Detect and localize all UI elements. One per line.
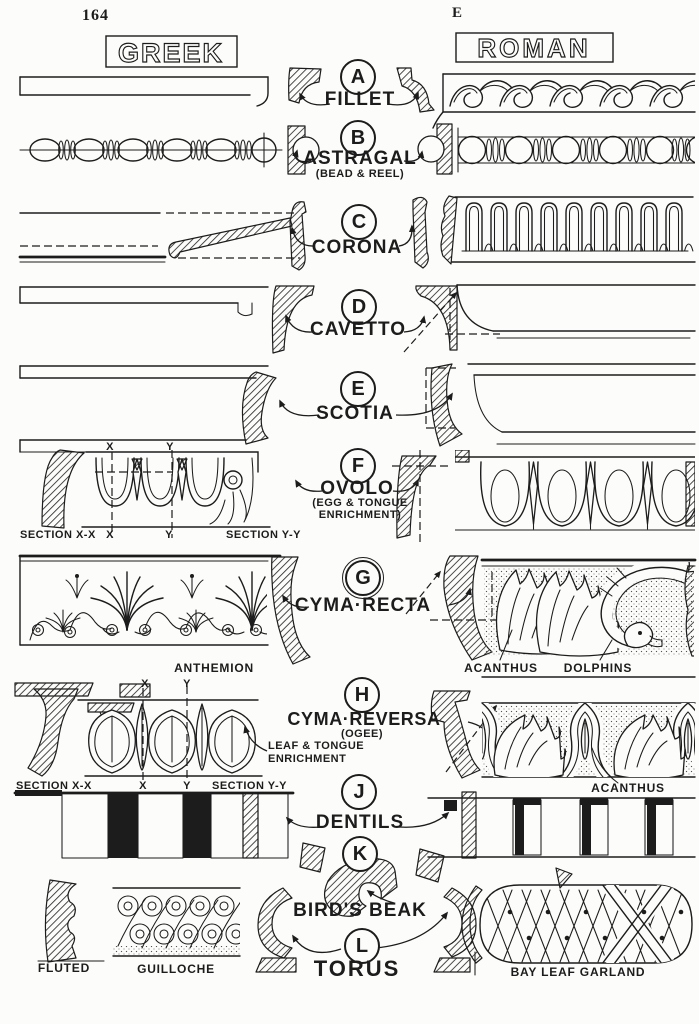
label-cyma-reversa: CYMA·REVERSA [287, 709, 441, 729]
label-ovolo-sub1: (EGG & TONGUE [312, 497, 408, 509]
roman-astragal-drawing [457, 127, 695, 173]
annotation-anthemion: ANTHEMION [174, 661, 254, 675]
annotation-section-yy-ovolo: SECTION Y-Y [226, 529, 301, 541]
annotation-section-xx-ovolo: SECTION X-X [20, 529, 96, 541]
greek-anthemion-band [18, 554, 282, 646]
annotation-acanthus-recta: ACANTHUS [464, 661, 538, 675]
annotation-section-xx-reversa: SECTION X-X [16, 780, 92, 792]
roman-acanthus-ogee-band [481, 702, 696, 784]
label-birds-beak: BIRD'S BEAK [293, 900, 427, 921]
greek-corona-drawing [18, 212, 300, 263]
roman-acanthus-dolphin-band [480, 558, 697, 678]
roman-ovolo-profile [392, 450, 448, 545]
roman-scotia-profile [425, 363, 463, 447]
dolphin-figure [596, 562, 694, 652]
label-ogee-sub: (OGEE) [340, 728, 384, 740]
molding-circle-b: B [340, 120, 376, 156]
molding-circle-d: D [341, 289, 377, 325]
label-corona: CORONA [311, 237, 403, 258]
fillet-profile-left [288, 67, 322, 104]
molding-circle-e: E [340, 371, 376, 407]
profile-fragment-left [299, 842, 326, 873]
corona-profile-left [289, 201, 307, 271]
label-ovolo: OVOLO [320, 478, 394, 499]
greek-fillet-drawing [19, 76, 269, 107]
roman-scotia-drawing [467, 363, 696, 445]
label-fillet: FILLET [324, 89, 396, 110]
dentil-block [644, 798, 674, 856]
annotation-x-bottom-reversa: X [139, 780, 147, 792]
roman-header-label: ROMAN [477, 33, 590, 63]
fluted-drawing [37, 879, 105, 963]
annotation-leaf-tongue-2: ENRICHMENT [268, 753, 347, 765]
roman-egg-dart-band [455, 450, 695, 531]
greek-cyma-reversa-drawing [14, 682, 263, 782]
greek-header-box: GREEK [105, 35, 238, 69]
greek-egg-tongue-section [81, 450, 271, 538]
label-torus: TORUS [313, 956, 401, 981]
greek-scotia-drawing [19, 365, 277, 453]
roman-dentils-drawing [427, 791, 696, 859]
greek-cyma-recta-profile [271, 556, 311, 665]
annotation-leaf-tongue-1: LEAF & TONGUE [268, 740, 365, 752]
astragal-profile-left [287, 125, 320, 175]
dentil-block [512, 798, 542, 856]
molding-circle-h: H [344, 677, 380, 713]
annotation-x-bottom-ovolo: X [106, 529, 114, 541]
greek-astragal-drawing [19, 132, 283, 168]
label-ovolo-sub2: ENRICHMENT) [318, 509, 402, 521]
greek-dentils-drawing [13, 790, 295, 859]
roman-wave-scroll-band [432, 73, 696, 129]
profile-fragment-top [555, 867, 573, 889]
label-astragal: ASTRAGAL [303, 148, 417, 169]
annotation-x-top-reversa: X [141, 678, 149, 690]
annotation-y-bottom-reversa: Y [183, 780, 191, 792]
label-scotia: SCOTIA [316, 403, 394, 424]
annotation-fluted: FLUTED [37, 961, 91, 975]
annotation-section-yy-reversa: SECTION Y-Y [212, 780, 287, 792]
roman-corona-drawing [440, 195, 696, 265]
annotation-acanthus-reversa: ACANTHUS [591, 781, 665, 795]
annotation-y-top-ovolo: Y [166, 441, 174, 453]
torus-section-left [255, 887, 297, 973]
label-cavetto: CAVETTO [309, 319, 407, 340]
annotation-guilloche: GUILLOCHE [137, 962, 215, 976]
label-astragal-sub: (BEAD & REEL) [315, 168, 405, 180]
page-number: 164 [82, 7, 109, 24]
molding-circle-k: K [342, 836, 378, 872]
bay-leaf-garland-drawing [461, 884, 693, 964]
greek-ovolo-profile [41, 449, 85, 529]
molding-circle-f: F [340, 448, 376, 484]
profile-fragment-right [415, 848, 445, 883]
greek-cavetto-drawing [19, 286, 269, 317]
molding-circle-a: A [340, 59, 376, 95]
molding-circle-l: L [344, 928, 380, 964]
corona-profile-right [412, 196, 429, 269]
annotation-bay-leaf-garland: BAY LEAF GARLAND [510, 965, 646, 979]
plate-letter: E [452, 5, 463, 21]
fillet-profile-right [396, 67, 435, 113]
roman-cavetto-drawing [445, 284, 696, 340]
guilloche-drawing [112, 887, 241, 957]
roman-header-box: ROMAN [455, 32, 614, 64]
molding-circle-g: G [342, 557, 384, 599]
annotation-dolphins: DOLPHINS [563, 661, 633, 675]
dentil-block [579, 798, 609, 856]
molding-circle-c: C [341, 204, 377, 240]
birds-beak-drawing [323, 858, 398, 917]
annotation-y-bottom-ovolo: Y [165, 529, 173, 541]
leaf-and-tongue-pattern [88, 703, 256, 774]
greek-header-label: GREEK [118, 38, 224, 68]
cavetto-profile-right [403, 285, 458, 353]
cavetto-profile-left [271, 285, 315, 354]
label-dentils: DENTILS [315, 812, 405, 833]
label-cyma-recta: CYMA·RECTA [294, 595, 432, 616]
molding-circle-j: J [341, 774, 377, 810]
astragal-profile-right [417, 123, 453, 175]
annotation-y-top-reversa: Y [183, 678, 191, 690]
annotation-x-top-ovolo: X [106, 441, 114, 453]
